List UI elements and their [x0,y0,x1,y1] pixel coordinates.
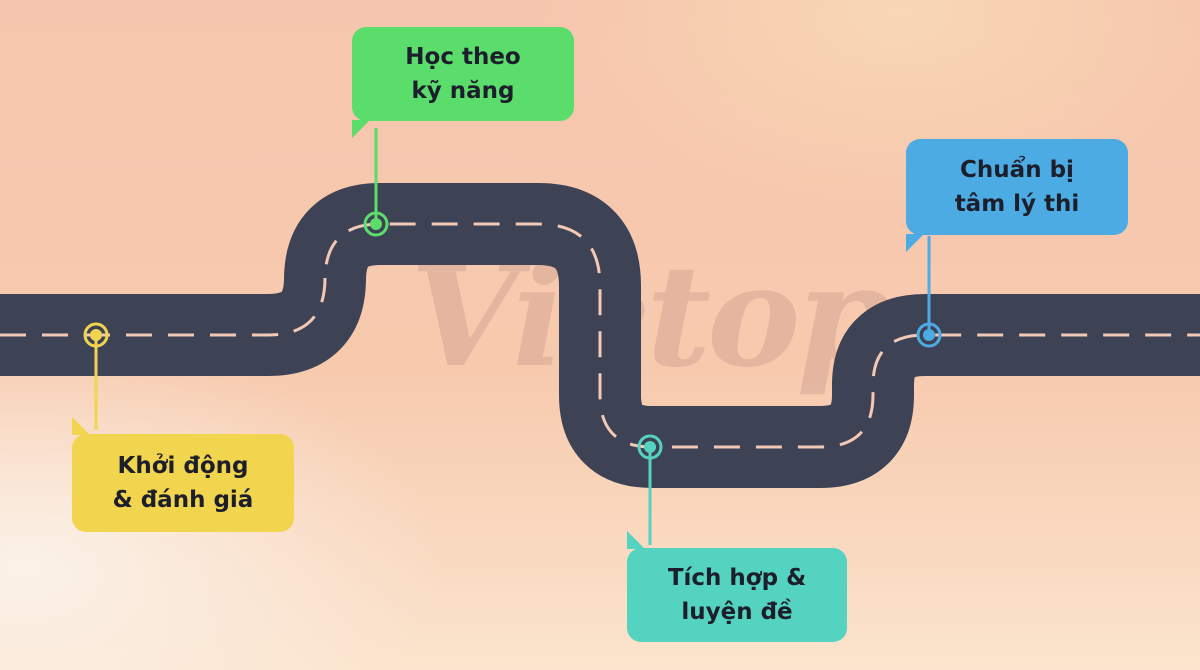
callout-tail-mindset [906,234,924,252]
milestone-dot-practice [637,434,663,460]
milestone-dot-skills [363,211,389,237]
callout-practice-line-1: Tích hợp & [667,565,807,591]
callout-start-line-2: & đánh giá [112,487,254,513]
callout-practice: Tích hợp & luyện đề [627,548,847,642]
callout-mindset-line-1: Chuẩn bị [960,157,1074,183]
callout-mindset-line-2: tâm lý thi [954,191,1080,217]
callout-tail-start [72,417,90,435]
callout-start-line-1: Khởi động [117,453,249,479]
callout-mindset: Chuẩn bị tâm lý thi [906,139,1128,235]
callout-tail-practice [627,531,645,549]
callout-skills: Học theo kỹ năng [352,27,574,121]
callout-skills-line-1: Học theo [405,44,521,70]
milestone-dot-mindset [916,322,942,348]
callout-tail-skills [352,120,370,138]
road-lane-marking [0,222,1200,449]
milestone-dot-start [83,322,109,348]
callout-practice-line-2: luyện đề [681,599,793,625]
callout-skills-line-2: kỹ năng [411,78,515,104]
callout-start: Khởi động & đánh giá [72,434,294,532]
